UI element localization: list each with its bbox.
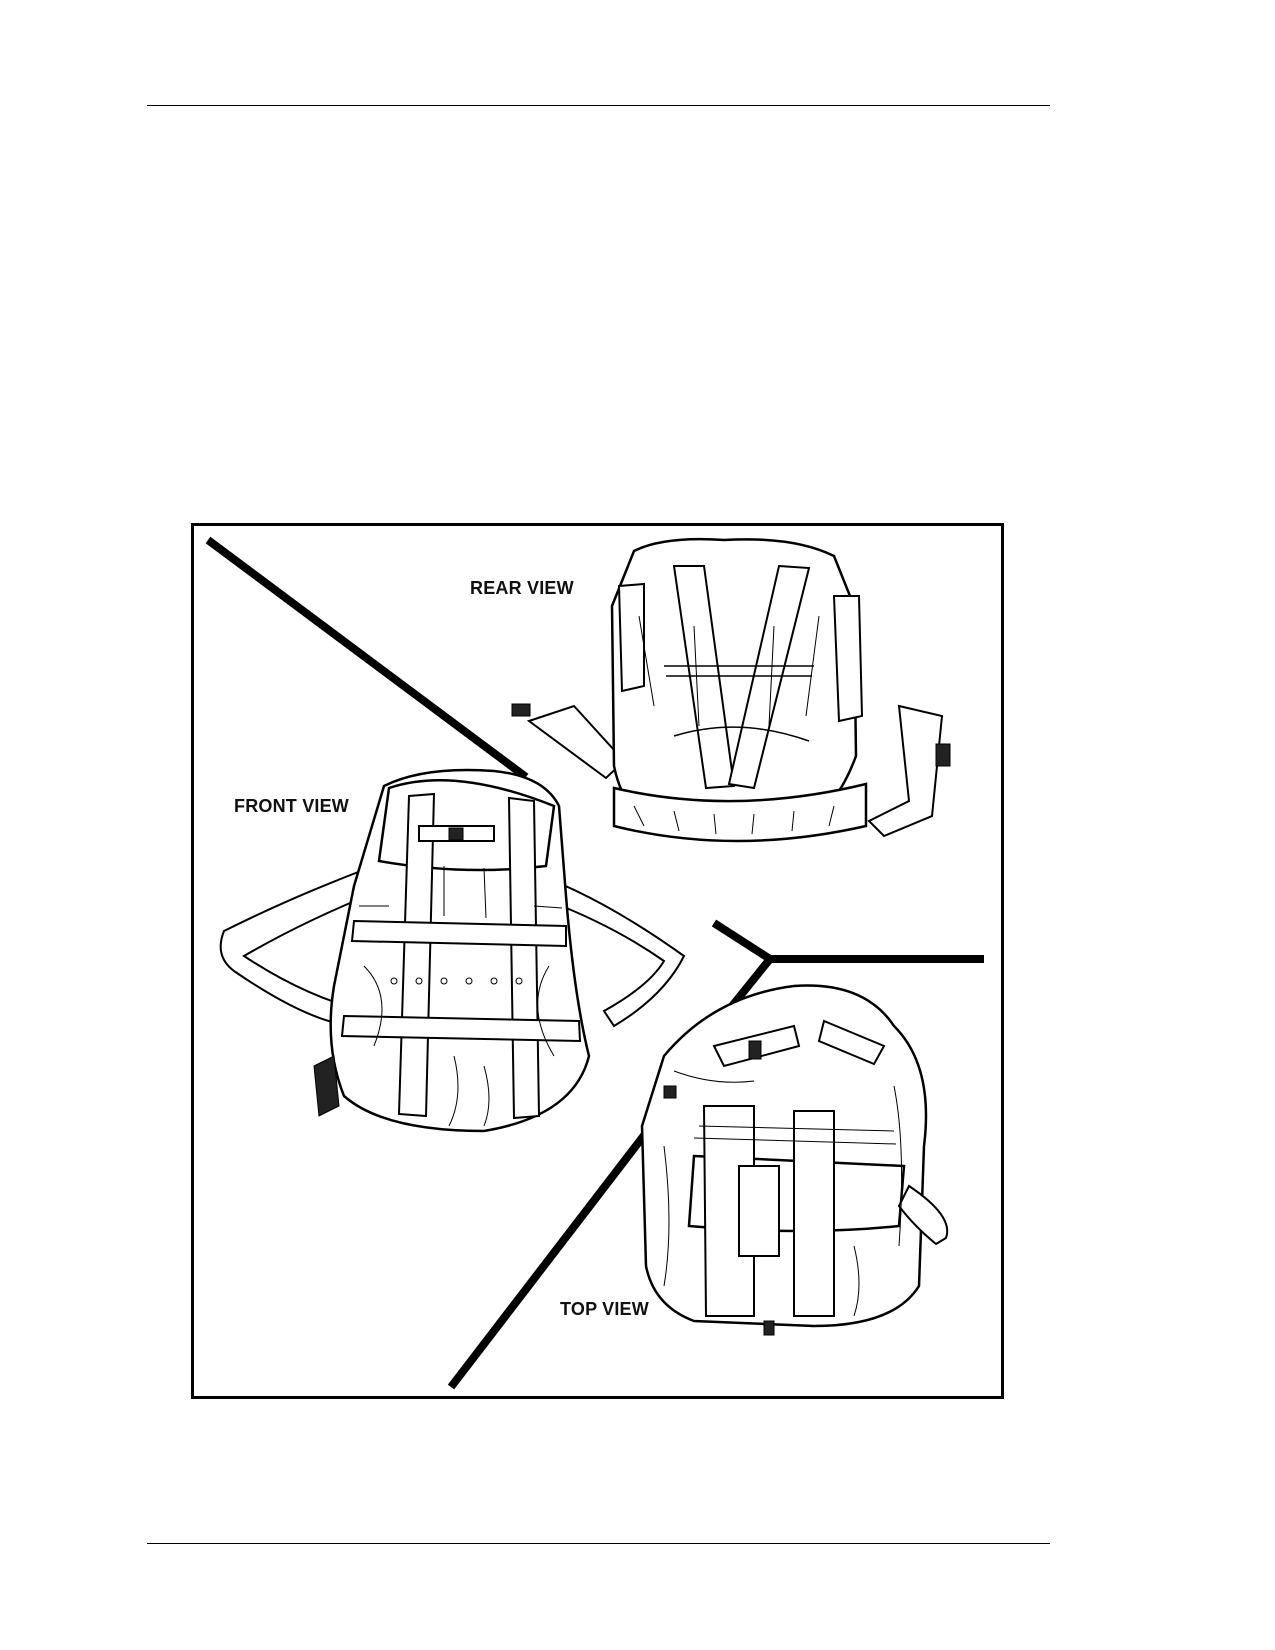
- top-view-pack: [640, 984, 949, 1336]
- front-view-pack: [219, 768, 686, 1133]
- rear-view-pack: [511, 537, 951, 843]
- top-view-label: TOP VIEW: [560, 1299, 649, 1319]
- view-dividers: [205, 536, 984, 1390]
- rucksack-illustration: [205, 536, 984, 1390]
- header-rule: [147, 105, 1050, 106]
- figure-frame: REAR VIEW FRONT VIEW TOP VIEW: [191, 523, 1004, 1399]
- footer-rule: [147, 1543, 1050, 1544]
- grommet-row: [390, 977, 523, 985]
- front-view-label: FRONT VIEW: [234, 796, 349, 816]
- rear-view-label: REAR VIEW: [470, 578, 574, 598]
